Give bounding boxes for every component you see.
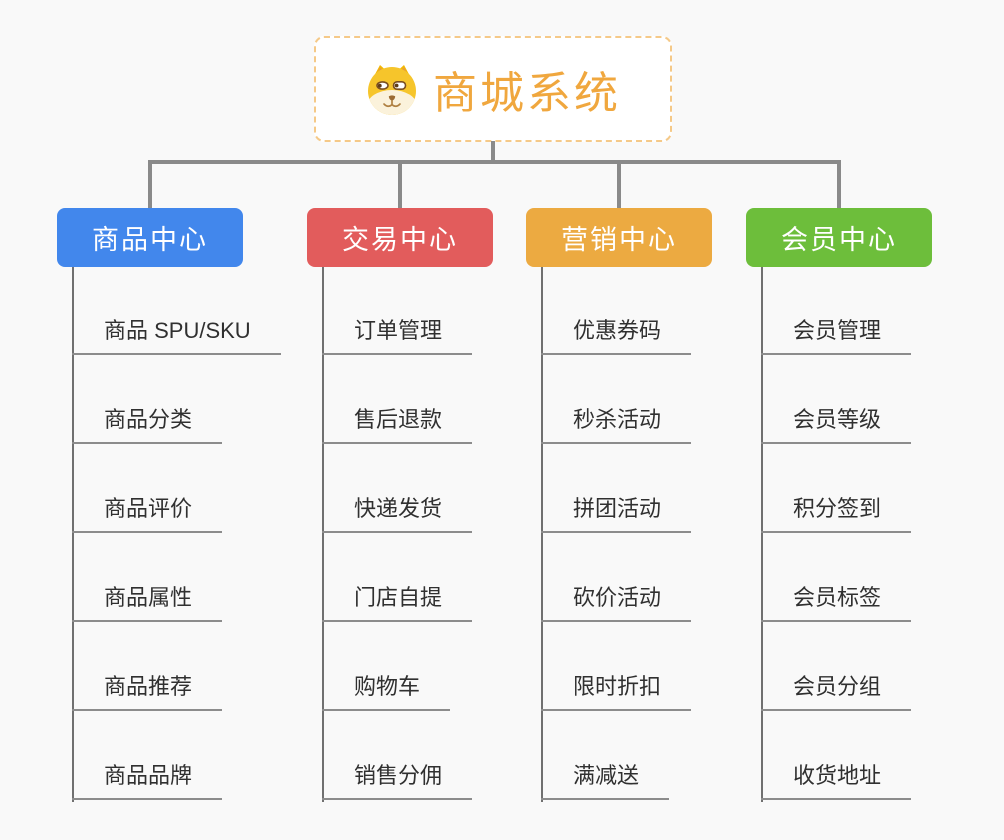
branch-marketing-center: 营销中心 优惠券码秒杀活动拼团活动砍价活动限时折扣满减送 bbox=[526, 208, 712, 802]
category-box-product-center[interactable]: 商品中心 bbox=[57, 208, 243, 267]
connector-drop-member bbox=[837, 160, 841, 208]
branch-member-center: 会员中心 会员管理会员等级积分签到会员标签会员分组收货地址 bbox=[746, 208, 932, 802]
leaf-node-trade-center-0[interactable]: 订单管理 bbox=[322, 317, 473, 355]
leaf-node-marketing-center-2[interactable]: 拼团活动 bbox=[541, 495, 692, 533]
branch-trunk-line bbox=[322, 267, 324, 802]
leaf-node-marketing-center-0[interactable]: 优惠券码 bbox=[541, 317, 692, 355]
leaf-node-member-center-3[interactable]: 会员标签 bbox=[761, 584, 912, 622]
branch-trade-center: 交易中心 订单管理售后退款快递发货门店自提购物车销售分佣 bbox=[307, 208, 493, 802]
leaf-node-marketing-center-1[interactable]: 秒杀活动 bbox=[541, 406, 692, 444]
branch-trunk-line bbox=[761, 267, 763, 802]
leaf-node-product-center-3[interactable]: 商品属性 bbox=[72, 584, 223, 622]
dog-face-icon bbox=[368, 65, 416, 115]
leaf-node-product-center-2[interactable]: 商品评价 bbox=[72, 495, 223, 533]
connector-drop-product bbox=[148, 160, 152, 208]
leaf-node-trade-center-4[interactable]: 购物车 bbox=[322, 673, 451, 711]
category-box-trade-center[interactable]: 交易中心 bbox=[307, 208, 493, 267]
connector-drop-marketing bbox=[617, 160, 621, 208]
leaf-node-marketing-center-4[interactable]: 限时折扣 bbox=[541, 673, 692, 711]
branch-product-center: 商品中心 商品 SPU/SKU 商品分类商品评价商品属性商品推荐商品品牌 bbox=[57, 208, 281, 802]
branch-trunk-line bbox=[541, 267, 543, 802]
connector-drop-trade bbox=[398, 160, 402, 208]
category-box-member-center[interactable]: 会员中心 bbox=[746, 208, 932, 267]
category-box-marketing-center[interactable]: 营销中心 bbox=[526, 208, 712, 267]
leaf-node-member-center-1[interactable]: 会员等级 bbox=[761, 406, 912, 444]
leaf-node-member-center-0[interactable]: 会员管理 bbox=[761, 317, 912, 355]
connector-root-stub bbox=[491, 141, 495, 161]
branch-trunk-line bbox=[72, 267, 74, 802]
root-node-mall-system[interactable]: 商城系统 bbox=[314, 36, 672, 142]
leaf-node-trade-center-5[interactable]: 销售分佣 bbox=[322, 762, 473, 800]
leaf-node-member-center-5[interactable]: 收货地址 bbox=[761, 762, 912, 800]
leaf-node-product-center-0[interactable]: 商品 SPU/SKU bbox=[72, 317, 281, 355]
leaf-node-marketing-center-5[interactable]: 满减送 bbox=[541, 762, 670, 800]
leaf-node-trade-center-2[interactable]: 快递发货 bbox=[322, 495, 473, 533]
leaf-node-member-center-2[interactable]: 积分签到 bbox=[761, 495, 912, 533]
root-title: 商城系统 bbox=[433, 69, 621, 118]
leaf-node-product-center-1[interactable]: 商品分类 bbox=[72, 406, 223, 444]
leaf-node-trade-center-1[interactable]: 售后退款 bbox=[322, 406, 473, 444]
connector-horizontal-bus bbox=[148, 160, 841, 164]
leaf-node-product-center-5[interactable]: 商品品牌 bbox=[72, 762, 223, 800]
leaf-node-member-center-4[interactable]: 会员分组 bbox=[761, 673, 912, 711]
leaf-node-marketing-center-3[interactable]: 砍价活动 bbox=[541, 584, 692, 622]
leaf-node-trade-center-3[interactable]: 门店自提 bbox=[322, 584, 473, 622]
leaf-node-product-center-4[interactable]: 商品推荐 bbox=[72, 673, 223, 711]
